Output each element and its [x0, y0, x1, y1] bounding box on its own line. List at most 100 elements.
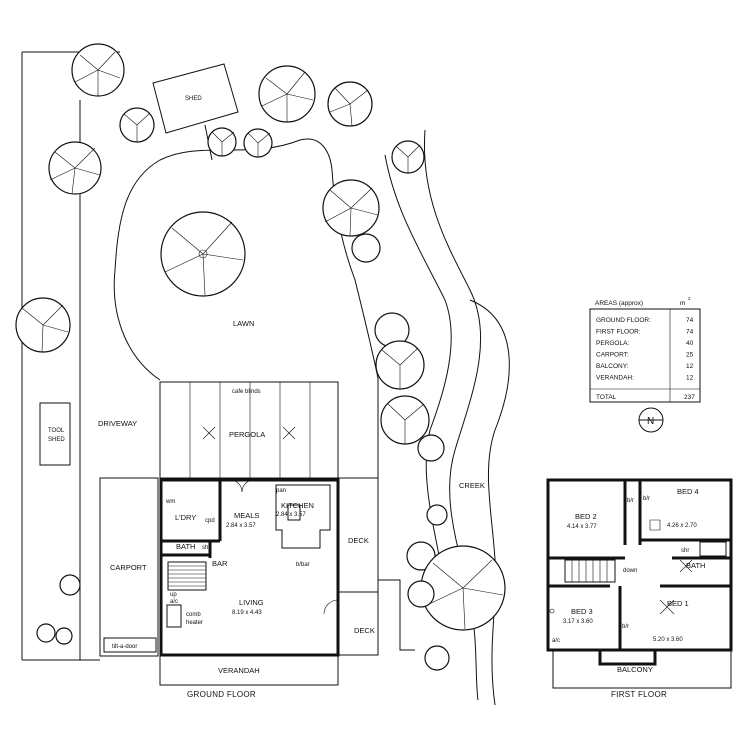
lawn-label: LAWN	[233, 319, 254, 328]
deck-outline	[338, 477, 379, 656]
areas-table-row-value: 12	[686, 363, 694, 370]
tree-icon	[59, 574, 81, 596]
tree-icon	[243, 128, 273, 158]
deck-upper-label: DECK	[348, 536, 369, 545]
balcony-label: BALCONY	[617, 665, 653, 674]
creek-edge-east	[384, 154, 452, 561]
deck-lower-label: DECK	[354, 626, 375, 635]
shed	[152, 63, 239, 134]
bed4-dim: 4.26 x 2.70	[667, 523, 697, 529]
comb-heater-label-1: comb	[186, 612, 201, 618]
areas-table-row-value: 40	[686, 340, 694, 347]
kitchen-label: KITCHEN	[281, 501, 314, 510]
meals-label: MEALS	[234, 511, 259, 520]
stairs-down-label: down	[623, 568, 637, 574]
ground-floor-title: GROUND FLOOR	[187, 690, 256, 699]
driveway-label: DRIVEWAY	[98, 419, 137, 428]
areas-table: AREAS (approx) m 2 GROUND FLOOR:74FIRST …	[589, 296, 701, 403]
bir-label-a: b/r	[627, 498, 634, 504]
first-ac-label: a/c	[552, 638, 560, 644]
tree-icon	[15, 297, 71, 353]
areas-table-row-value: 74	[686, 329, 694, 336]
tree-icon	[426, 504, 448, 526]
cupboard-label: cpd	[205, 518, 215, 524]
ground-shower-label: shr	[202, 545, 210, 551]
site: SHED TOOL SHED LAWN DRIVEWAY CREEK	[15, 43, 510, 706]
cafe-blinds-label: cafe blinds	[232, 389, 261, 395]
shed-label: SHED	[185, 96, 202, 102]
bed3-label: BED 3	[571, 607, 593, 616]
pergola-label: PERGOLA	[229, 430, 265, 439]
tree-icon	[407, 580, 435, 608]
comb-heater-label-2: heater	[186, 620, 203, 626]
living-dim: 8.19 x 4.43	[232, 610, 262, 616]
bed1-dim: 5.20 x 3.60	[653, 637, 683, 643]
ground-bath-label: BATH	[176, 542, 195, 551]
ground-floor-plan: wm L'DRY cpd MEALS 2.84 x 3.57 KITCHEN 2…	[159, 478, 340, 699]
stairs-up-label: up	[170, 592, 177, 598]
tree-icon	[119, 107, 155, 143]
tree-icon	[48, 141, 102, 195]
tool-shed-label-2: SHED	[48, 437, 65, 443]
kitchen-dim: 2.84 x 3.57	[276, 512, 306, 518]
bir-label-b: b/r	[643, 496, 650, 502]
bed2-label: BED 2	[575, 512, 597, 521]
tool-shed	[39, 402, 71, 466]
north-arrow-icon: N	[638, 407, 664, 433]
tool-shed-label-1: TOOL	[48, 428, 65, 434]
bbar-label: b/bar	[296, 562, 310, 568]
tree-icon	[391, 140, 425, 174]
tree-icon	[36, 623, 56, 643]
verandah-label: VERANDAH	[218, 666, 260, 675]
pergola	[159, 381, 339, 479]
bed1-label: BED 1	[667, 599, 689, 608]
bed3-dim: 3.17 x 3.60	[563, 619, 593, 625]
north-arrow-label: N	[647, 416, 654, 427]
areas-table-row-label: BALCONY:	[596, 363, 629, 370]
tree-icon	[71, 43, 125, 97]
bed2-dim: 4.14 x 3.77	[567, 524, 597, 530]
areas-table-row-value: 12	[686, 375, 694, 382]
areas-table-row-label: CARPORT:	[596, 352, 629, 359]
tree-icon	[380, 395, 430, 445]
first-floor-plan: BED 2 4.14 x 3.77 BED 4 4.26 x 2.70 BED …	[546, 478, 733, 699]
tree-icon	[375, 340, 425, 390]
areas-table-row-label: GROUND FLOOR:	[596, 317, 651, 324]
ground-ac-label: a/c	[170, 599, 178, 605]
tree-icon	[258, 65, 316, 123]
tree-icon	[327, 81, 373, 127]
first-floor-title: FIRST FLOOR	[611, 690, 667, 699]
meals-dim: 2.84 x 3.57	[226, 523, 256, 529]
first-bath-label: BATH	[686, 561, 705, 570]
tree-icon	[55, 627, 73, 645]
areas-table-unit-sup: 2	[688, 296, 691, 301]
tilt-door-label: tilt-a-door	[112, 644, 137, 650]
pantry-label: pan	[276, 488, 286, 494]
carport	[99, 477, 159, 657]
areas-table-title: AREAS (approx)	[595, 300, 643, 307]
tree-icon	[424, 645, 450, 671]
bir-label-c: b/r	[622, 624, 629, 630]
living-label: LIVING	[239, 598, 264, 607]
laundry-label: L'DRY	[175, 513, 196, 522]
wm-label: wm	[165, 499, 175, 505]
areas-table-row-label: PERGOLA:	[596, 340, 629, 347]
areas-table-total-label: TOTAL	[596, 394, 617, 401]
bed4-label: BED 4	[677, 487, 699, 496]
areas-table-row-value: 74	[686, 317, 694, 324]
tree-icon	[160, 211, 246, 297]
areas-table-unit: m	[680, 300, 685, 307]
tree-icon	[207, 127, 237, 157]
tree-icon	[417, 434, 445, 462]
tree-icon	[420, 545, 506, 631]
creek-label: CREEK	[459, 481, 485, 490]
balcony	[552, 649, 732, 689]
tree-icon	[322, 179, 380, 237]
first-shower-label: shr	[681, 548, 689, 554]
areas-table-row-value: 25	[686, 352, 694, 359]
bar-label: BAR	[212, 559, 228, 568]
tree-icon	[351, 233, 381, 263]
carport-label: CARPORT	[110, 563, 147, 572]
